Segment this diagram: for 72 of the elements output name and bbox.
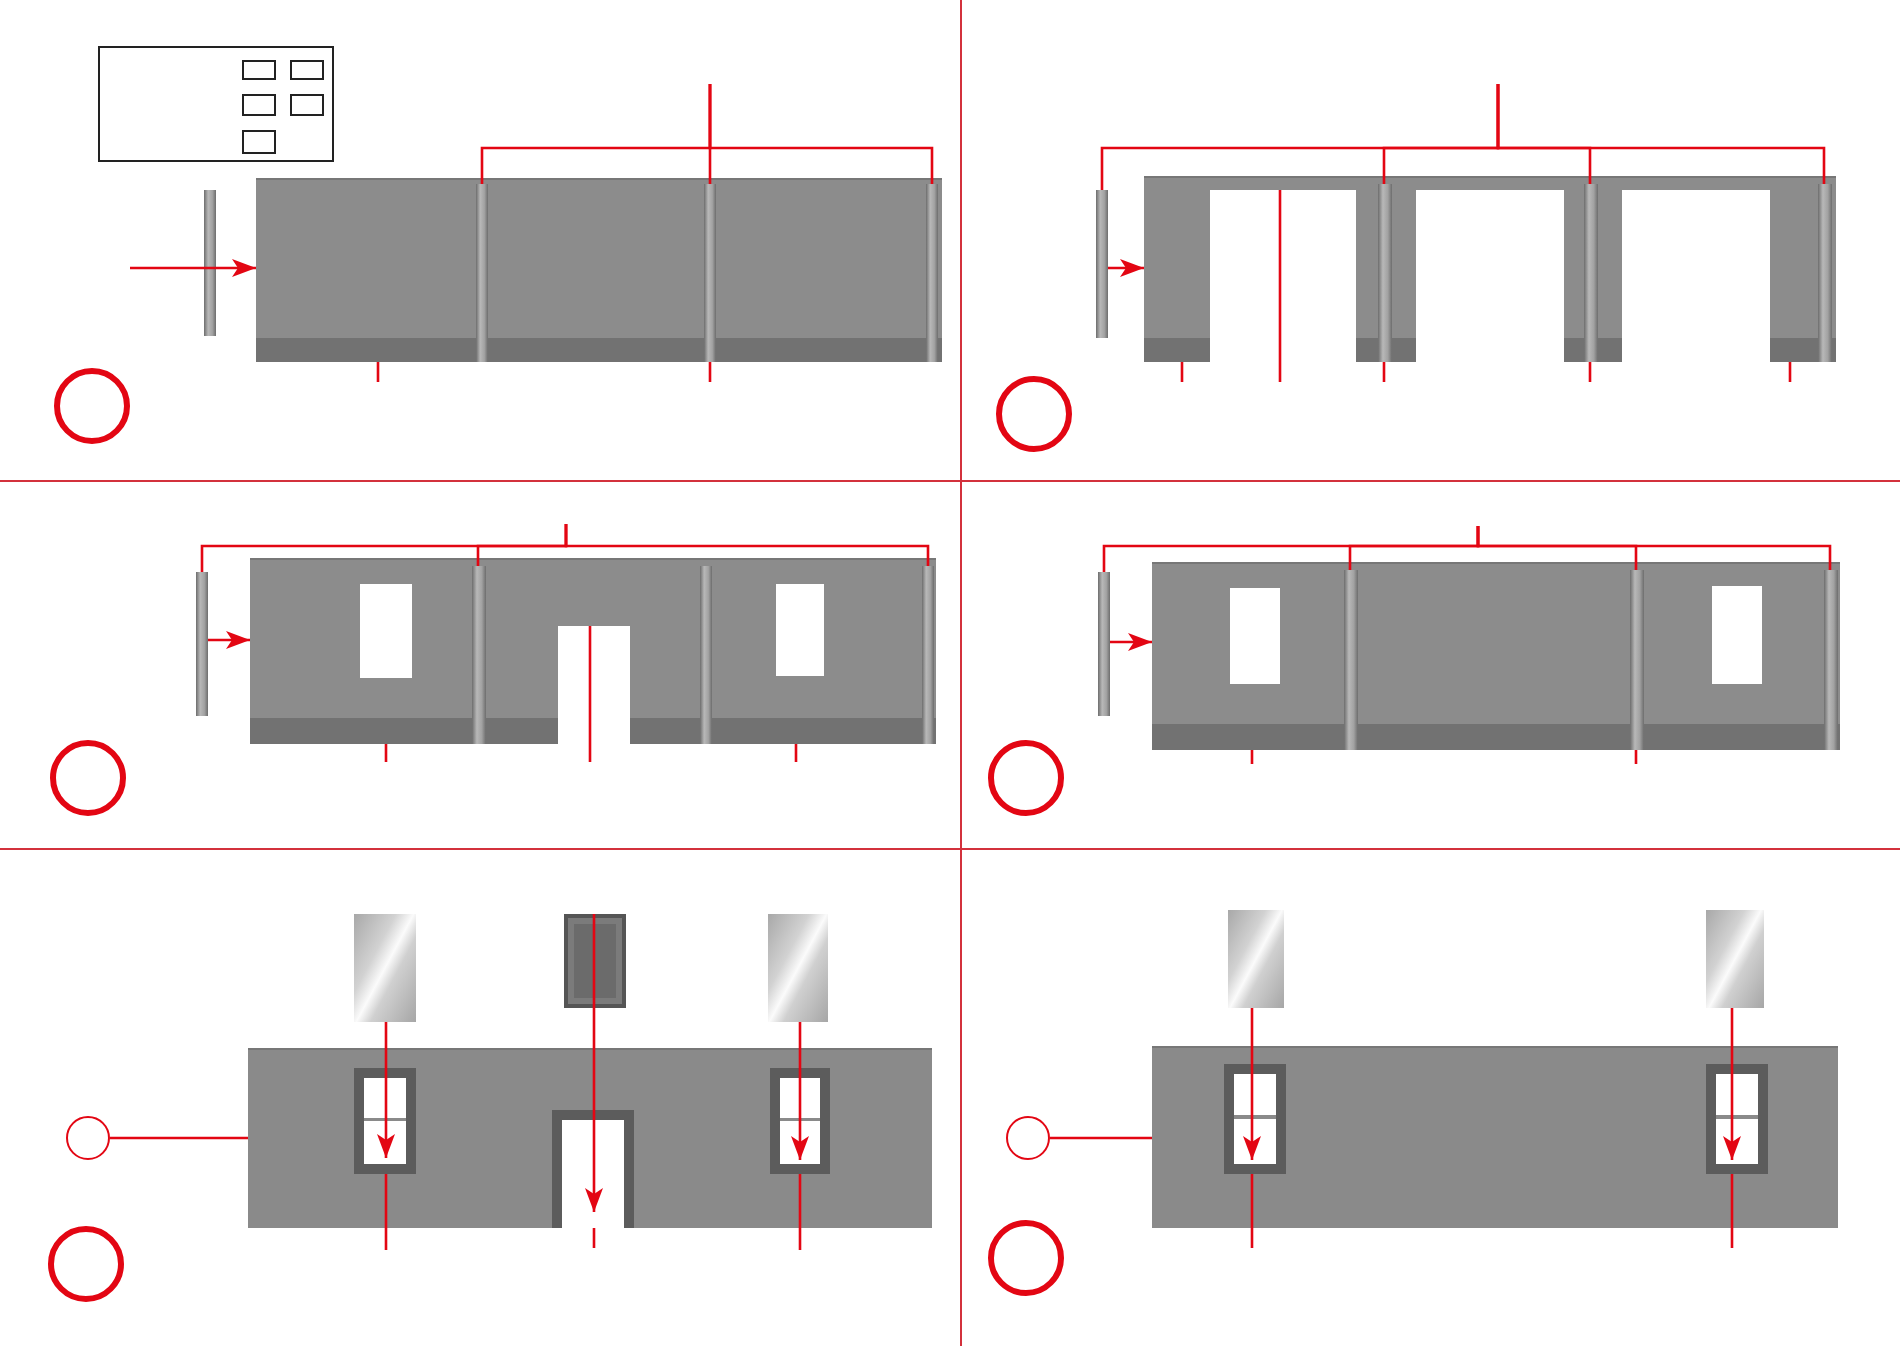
leader-line — [384, 744, 388, 762]
wall-panel — [250, 558, 936, 744]
leader-line — [1634, 750, 1638, 764]
wall-panel — [1144, 176, 1836, 362]
strip — [1096, 190, 1108, 338]
arrow — [585, 914, 603, 1212]
pillar — [926, 184, 938, 362]
leader-line — [708, 362, 712, 382]
step-circle — [996, 376, 1072, 452]
leader-line — [588, 626, 592, 762]
pillar — [1630, 570, 1644, 750]
leader-line — [1050, 1136, 1152, 1140]
leader-line — [1730, 1174, 1734, 1248]
leader-line — [1476, 526, 1832, 570]
wall-panel — [1152, 562, 1840, 750]
strip — [204, 190, 216, 336]
leader-line — [1496, 84, 1826, 184]
leader-line — [376, 362, 380, 382]
window-frame — [1706, 1064, 1768, 1174]
leader-line — [1250, 750, 1254, 764]
arrow — [377, 1022, 395, 1158]
wall-panel — [248, 1048, 932, 1228]
glass-pane — [1706, 910, 1764, 1008]
strip — [196, 572, 208, 716]
leader-line — [1250, 1174, 1254, 1248]
arrow — [1110, 633, 1152, 651]
pillar — [472, 566, 486, 744]
arrow — [1723, 1008, 1741, 1160]
window-frame — [770, 1068, 830, 1174]
strip — [1098, 572, 1110, 716]
leader-line — [1278, 190, 1282, 382]
glass-pane — [768, 914, 828, 1022]
arrow — [208, 631, 250, 649]
leader-line — [794, 744, 798, 762]
step-circle — [988, 1220, 1064, 1296]
pillar — [700, 566, 712, 744]
leader-line — [110, 1136, 248, 1140]
step-circle — [48, 1226, 124, 1302]
arrow — [130, 259, 256, 277]
step-circle — [50, 740, 126, 816]
pillar — [1344, 570, 1358, 750]
step-circle — [988, 740, 1064, 816]
wall-panel — [256, 178, 942, 362]
wall-panel — [1152, 1046, 1838, 1228]
pillar — [704, 184, 716, 362]
leader-line — [1788, 362, 1792, 382]
leader-line — [592, 1228, 596, 1248]
arrow — [1108, 259, 1144, 277]
glass-pane — [354, 914, 416, 1022]
leader-line — [1382, 362, 1386, 382]
pillar — [1824, 570, 1838, 750]
window-frame — [1224, 1064, 1286, 1174]
pillar — [922, 566, 934, 744]
pillar — [1818, 184, 1832, 362]
door — [564, 914, 626, 1008]
leader-line — [1588, 362, 1592, 382]
arrow — [791, 1022, 809, 1160]
pillar — [1584, 184, 1598, 362]
callout-circle — [66, 1116, 110, 1160]
step-circle — [54, 368, 130, 444]
leader-line — [384, 1174, 388, 1250]
callout-circle — [1006, 1116, 1050, 1160]
leader-line — [564, 524, 930, 566]
leader-line — [1180, 362, 1184, 382]
pillar — [1378, 184, 1392, 362]
window-frame — [354, 1068, 416, 1174]
pillar — [476, 184, 488, 362]
glass-pane — [1228, 910, 1284, 1008]
arrow — [1243, 1008, 1261, 1160]
leader-line — [798, 1174, 802, 1250]
leader-line — [708, 84, 934, 184]
door-frame — [552, 1110, 634, 1228]
